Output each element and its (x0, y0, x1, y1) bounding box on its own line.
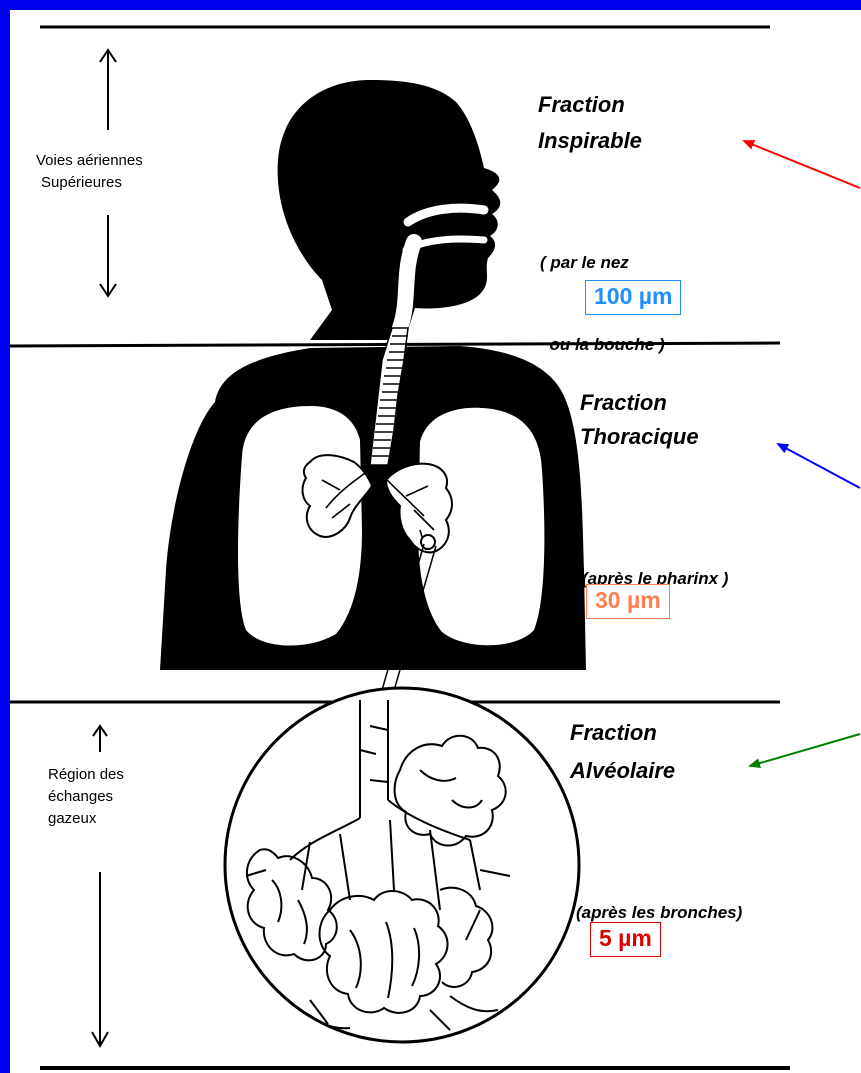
arrow-thoracique (778, 444, 860, 488)
size-badge-thoracique: 30 µm (586, 584, 670, 619)
exchange-region-line-1: Région des (48, 764, 124, 786)
fraction-inspirable-note-line-1: ( par le nez (540, 250, 665, 276)
upper-airways-up-arrow (100, 50, 116, 130)
exchange-region-line-2: échanges (48, 786, 124, 808)
exchange-region-up-arrow (93, 726, 107, 752)
fraction-inspirable-title: Fraction Inspirable (538, 90, 642, 156)
size-badge-inspirable: 100 µm (585, 280, 681, 315)
fraction-alveolaire-title-line-2: Alvéolaire (570, 756, 675, 786)
fraction-thoracique-note: (après le pharinx ) (582, 514, 728, 644)
fraction-inspirable-title-line-2: Inspirable (538, 126, 642, 156)
arrow-alveolaire (750, 734, 860, 766)
fraction-alveolaire-note: (après les bronches) (576, 848, 742, 978)
fraction-inspirable-title-line-1: Fraction (538, 90, 642, 120)
upper-airways-line-1: Voies aériennes (36, 150, 143, 172)
exchange-region-label: Région des échanges gazeux (48, 764, 124, 830)
fraction-alveolaire-title-line-1: Fraction (570, 718, 675, 748)
diagram-panel: Voies aériennes Supérieures Région des é… (10, 10, 861, 1073)
human-respiratory-silhouette-icon (160, 80, 586, 718)
upper-airways-down-arrow (100, 215, 116, 296)
size-badge-alveolaire: 5 µm (590, 922, 661, 957)
alveoli-magnified-icon (225, 688, 579, 1042)
exchange-region-line-3: gazeux (48, 808, 124, 830)
fraction-thoracique-title: Fraction Thoracique (580, 388, 699, 452)
fraction-thoracique-title-line-1: Fraction (580, 388, 699, 418)
upper-airways-label: Voies aériennes Supérieures (36, 150, 143, 194)
upper-airways-line-2: Supérieures (36, 172, 143, 194)
fraction-inspirable-note-line-2: ou la bouche ) (540, 332, 665, 358)
fraction-thoracique-title-line-2: Thoracique (580, 422, 699, 452)
exchange-region-down-arrow (92, 872, 108, 1046)
arrow-inspirable (744, 141, 860, 188)
fraction-alveolaire-title: Fraction Alvéolaire (570, 718, 675, 786)
